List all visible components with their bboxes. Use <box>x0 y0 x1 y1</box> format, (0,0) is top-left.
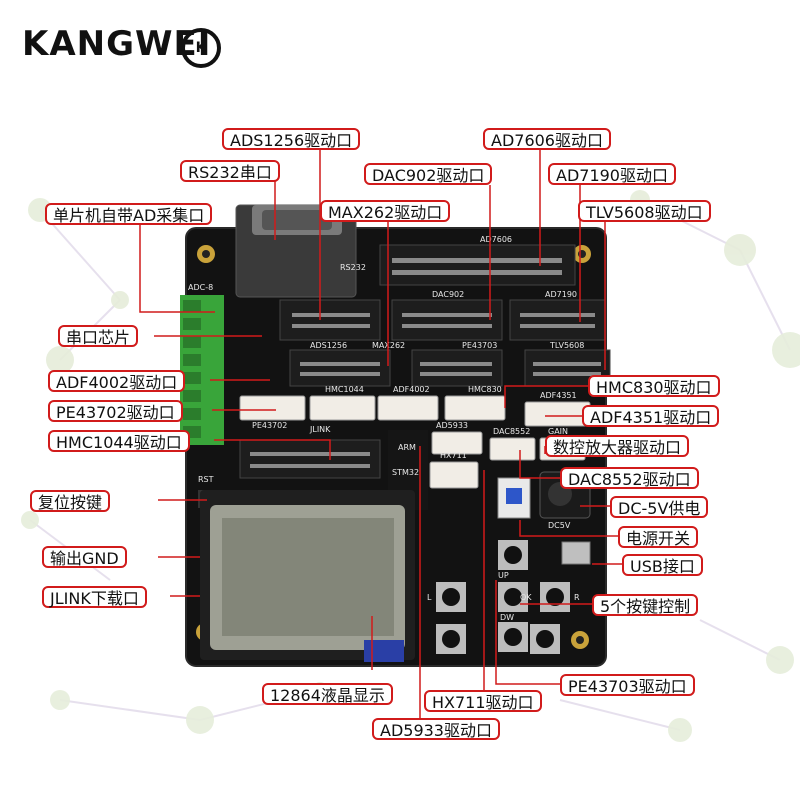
silk-dw: DW <box>500 613 514 622</box>
hmc830-connector <box>444 395 506 421</box>
callout-ad7606: AD7606驱动口 <box>483 128 611 150</box>
callout-max262: MAX262驱动口 <box>320 200 451 222</box>
callout-usb: USB接口 <box>622 554 703 576</box>
silk-dc5v: DC5V <box>548 521 571 530</box>
callout-dac902: DAC902驱动口 <box>364 163 493 185</box>
silk-stm32: STM32 <box>392 468 419 477</box>
callout-amp: 数控放大器驱动口 <box>545 435 690 457</box>
callout-ad5933: AD5933驱动口 <box>372 718 500 740</box>
silk-arm: ARM <box>398 443 416 452</box>
usb-port <box>561 541 591 565</box>
dac8552-connector <box>489 437 536 461</box>
brand-logo: KANGWEI <box>22 24 212 64</box>
max262-header <box>289 349 391 387</box>
callout-pe43703: PE43703驱动口 <box>560 674 695 696</box>
pe43703-header <box>411 349 503 387</box>
silk-adf4351: ADF4351 <box>540 391 577 400</box>
callout-hmc830: HMC830驱动口 <box>588 375 720 397</box>
hmc1044-header <box>239 439 381 479</box>
callout-hx711: HX711驱动口 <box>424 690 542 712</box>
hmc1044-connector <box>309 395 376 421</box>
callout-pe43702: PE43702驱动口 <box>48 400 183 422</box>
silk-hx711: HX711 <box>440 451 467 460</box>
silk-ad7190: AD7190 <box>545 290 577 299</box>
silk-l: L <box>427 593 432 602</box>
adf4351-connector <box>524 401 591 427</box>
callout-ad7190: AD7190驱动口 <box>548 163 676 185</box>
callout-hmc1044: HMC1044驱动口 <box>48 430 190 452</box>
callout-jlink: JLINK下载口 <box>42 586 147 608</box>
adf4002-connector <box>377 395 439 421</box>
silk-pe43703: PE43703 <box>462 341 497 350</box>
callout-uart-chip: 串口芯片 <box>58 325 139 347</box>
silk-ad7606: AD7606 <box>480 235 512 244</box>
silk-dac8552: DAC8552 <box>493 427 530 436</box>
callout-ads1256: ADS1256驱动口 <box>222 128 361 150</box>
callout-adf4002: ADF4002驱动口 <box>48 370 186 392</box>
silk-tlv5608: TLV5608 <box>549 341 584 350</box>
callout-dac8552: DAC8552驱动口 <box>560 467 699 489</box>
silk-ok: OK <box>520 593 532 602</box>
callout-reset: 复位按键 <box>30 490 111 512</box>
hx711-connector <box>429 461 479 489</box>
dac902-header <box>391 299 503 341</box>
silk-rs232: RS232 <box>340 263 366 272</box>
silk-hmc830: HMC830 <box>468 385 502 394</box>
silk-jlink: JLINK <box>309 425 331 434</box>
callout-gnd: 输出GND <box>42 546 127 568</box>
silk-up: UP <box>498 571 509 580</box>
ads1256-header <box>279 299 381 341</box>
silk-adf4002: ADF4002 <box>393 385 430 394</box>
brand-badge-icon: K <box>181 28 221 68</box>
silk-ad5933: AD5933 <box>436 421 468 430</box>
pe43702-connector <box>239 395 306 421</box>
silk-ads1256: ADS1256 <box>310 341 347 350</box>
callout-lcd: 12864液晶显示 <box>262 683 393 705</box>
callout-adf4351: ADF4351驱动口 <box>582 405 720 427</box>
silk-adc: ADC-8 <box>188 283 213 292</box>
silk-gain: GAIN <box>548 427 568 436</box>
silk-hmc1044: HMC1044 <box>325 385 364 394</box>
callout-mcu-ad: 单片机自带AD采集口 <box>45 203 213 225</box>
silk-dac902: DAC902 <box>432 290 464 299</box>
callout-tlv5608: TLV5608驱动口 <box>578 200 711 222</box>
callout-keys: 5个按键控制 <box>592 594 699 616</box>
silk-r: R <box>574 593 580 602</box>
silk-pe43702: PE43702 <box>252 421 287 430</box>
silk-rst: RST <box>198 475 214 484</box>
ad7606-header <box>379 244 576 286</box>
callout-dc5v: DC-5V供电 <box>610 496 709 518</box>
ad5933-connector <box>431 431 483 455</box>
adc-terminal-block <box>180 295 224 445</box>
ad7190-header <box>509 299 606 341</box>
callout-power: 电源开关 <box>618 526 699 548</box>
callout-rs232: RS232串口 <box>180 160 280 182</box>
